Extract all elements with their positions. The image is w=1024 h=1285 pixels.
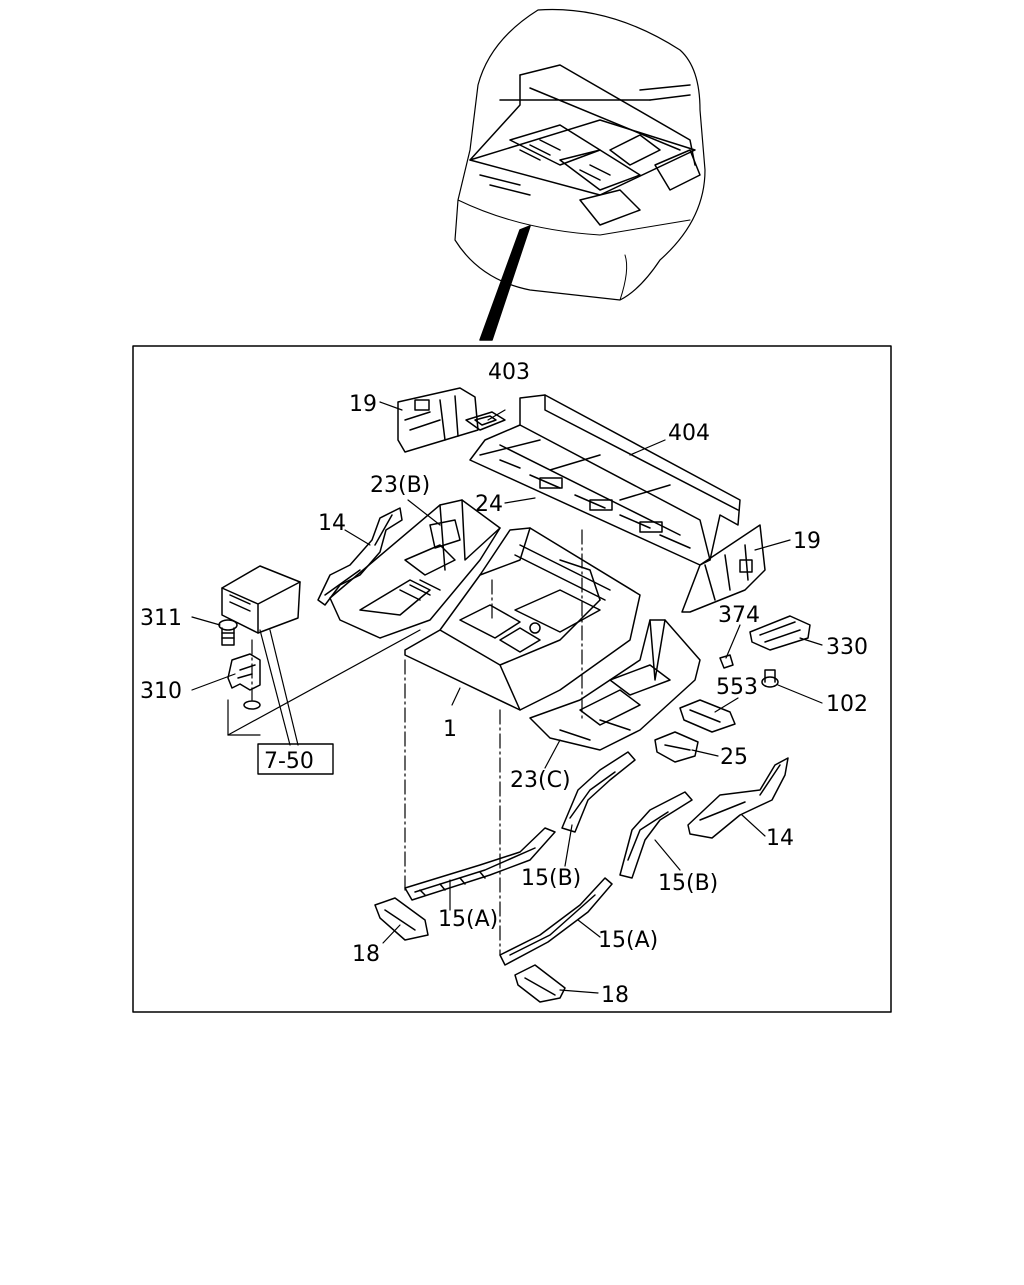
part-14-right-rail — [687, 757, 789, 839]
label-19-right: 19 — [793, 529, 821, 554]
label-404: 404 — [668, 421, 710, 446]
label-18-left: 18 — [352, 942, 380, 967]
part-330-bracket — [749, 615, 811, 651]
part-25-bracket — [654, 731, 699, 763]
label-553: 553 — [716, 675, 758, 700]
label-24: 24 — [475, 492, 503, 517]
part-311-bolt — [218, 619, 238, 646]
part-washer — [243, 700, 261, 710]
reference-box-7-50 — [257, 743, 334, 775]
label-23b: 23(B) — [370, 473, 430, 498]
label-19-left: 19 — [349, 392, 377, 417]
callout-labels: 403 19 404 23(B) 24 14 19 311 374 330 31… — [140, 360, 868, 1008]
label-102: 102 — [826, 692, 868, 717]
part-310-bracket — [227, 653, 261, 691]
part-18-left-bracket — [374, 897, 429, 941]
label-15b-left: 15(B) — [521, 866, 581, 891]
part-15b-left-member — [561, 751, 636, 833]
leader-lines — [191, 401, 823, 994]
part-23b-left-floor — [329, 499, 501, 639]
part-404-rear-panel — [469, 394, 741, 566]
label-374: 374 — [718, 603, 760, 628]
alignment-lines — [251, 529, 583, 956]
label-15b-right: 15(B) — [658, 871, 718, 896]
part-23c-right-floor — [529, 619, 701, 751]
label-25: 25 — [720, 745, 748, 770]
label-330: 330 — [826, 635, 868, 660]
label-311: 311 — [140, 606, 182, 631]
part-19-left-panel — [397, 387, 479, 453]
part-102-bolt — [761, 669, 779, 688]
label-403: 403 — [488, 360, 530, 385]
label-15a-left: 15(A) — [438, 907, 498, 932]
part-19-right-panel — [681, 524, 766, 613]
label-1: 1 — [443, 717, 457, 742]
label-310: 310 — [140, 679, 182, 704]
label-7-50: 7-50 — [264, 749, 314, 774]
part-15a-right-member — [499, 877, 613, 966]
part-14-left-rail — [317, 507, 403, 606]
label-14-left: 14 — [318, 511, 346, 536]
label-15a-right: 15(A) — [598, 928, 658, 953]
part-403-pad — [465, 411, 506, 431]
diagram-frame — [132, 345, 892, 1013]
label-18-right: 18 — [601, 983, 629, 1008]
cab-overview-illustration — [454, 8, 706, 341]
part-15b-right-member — [619, 791, 693, 879]
part-battery-box — [221, 565, 301, 634]
part-18-right-bracket — [514, 964, 566, 1003]
part-1-main-floor — [404, 527, 641, 711]
part-15a-left-member — [404, 827, 556, 901]
label-23c: 23(C) — [510, 768, 571, 793]
label-14-right: 14 — [766, 826, 794, 851]
part-553-bracket — [679, 699, 736, 733]
